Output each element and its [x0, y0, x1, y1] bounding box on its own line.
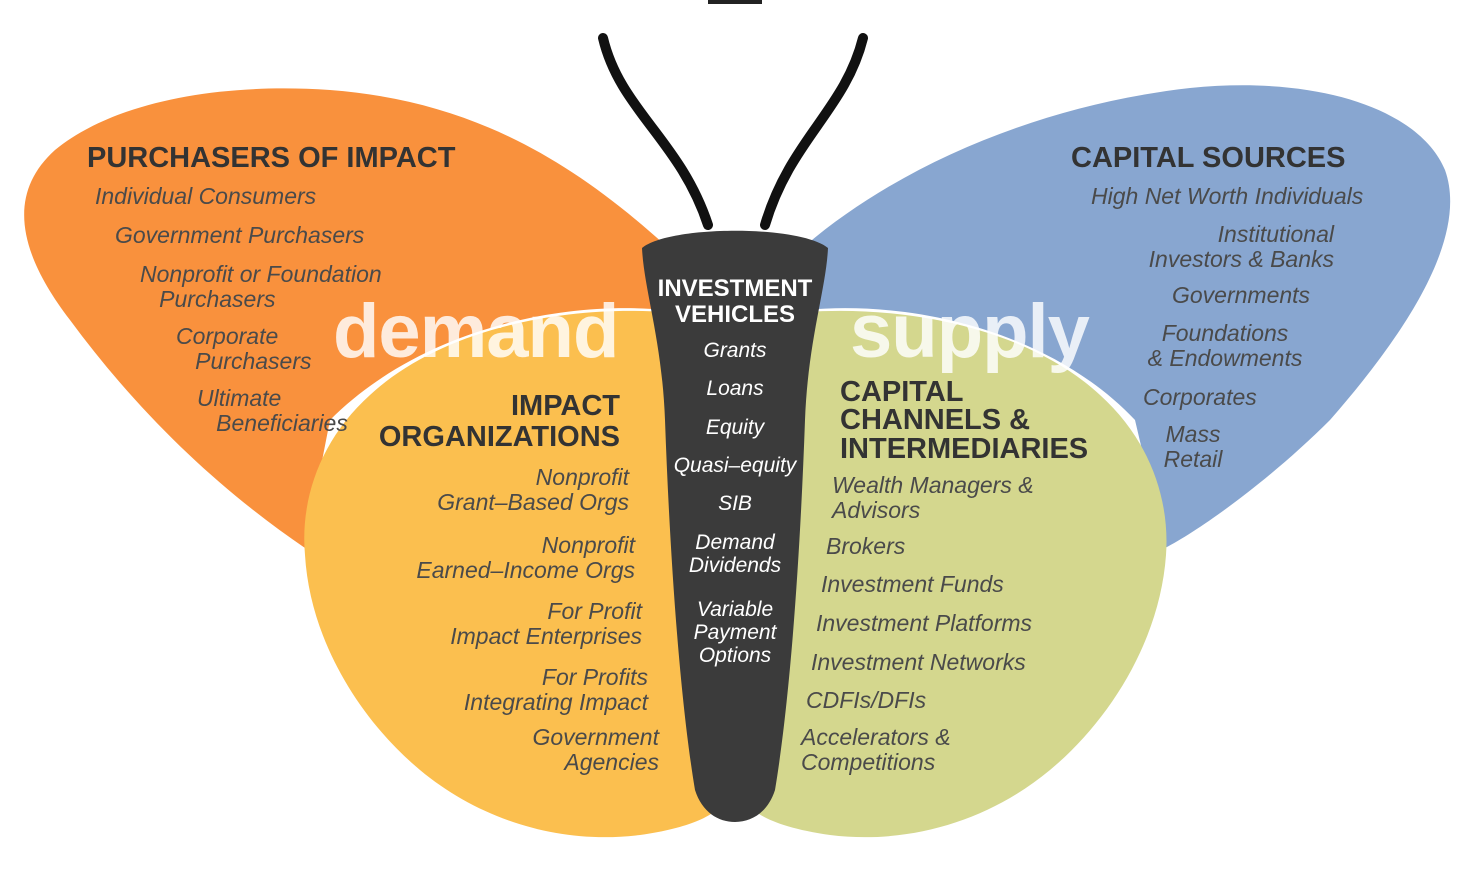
vehicle-demand-dividends: Demand Dividends: [688, 531, 782, 578]
purchasers-item-ultimate-beneficiaries: Ultimate Beneficiaries: [197, 385, 348, 436]
purchasers-item-corporate: Corporate Purchasers: [176, 323, 312, 374]
left-antenna: [598, 33, 713, 230]
vehicle-sib: SIB: [718, 492, 752, 515]
butterfly-body: [642, 230, 828, 822]
channels-wing: [750, 310, 1167, 838]
sources-item-mass-retail: Mass Retail: [1163, 421, 1223, 472]
vehicles-heading: INVESTMENT VEHICLES: [657, 275, 813, 328]
vehicle-equity: Equity: [705, 416, 765, 439]
impact-orgs-heading: IMPACT ORGANIZATIONS: [378, 390, 620, 453]
channels-item-cdfis-dfis: CDFIs/DFIs: [806, 687, 927, 713]
impact-orgs-wing: [304, 310, 720, 838]
demand-label: demand: [333, 289, 619, 374]
impact-orgs-item-earned-income: Nonprofit Earned–Income Orgs: [416, 532, 635, 584]
purchasers-wing: [24, 88, 665, 549]
impact-orgs-item-for-profit-impact: For Profit Impact Enterprises: [450, 598, 642, 650]
channels-item-investment-networks: Investment Networks: [811, 649, 1026, 675]
sources-item-institutional: Institutional Investors & Banks: [1148, 221, 1334, 272]
impact-orgs-item-government-agencies: Government Agencies: [532, 724, 659, 776]
sources-heading: CAPITAL SOURCES: [1071, 142, 1346, 174]
vehicle-loans: Loans: [706, 377, 764, 400]
channels-item-accelerators-competitions: Accelerators & Competitions: [801, 724, 951, 775]
purchasers-heading: PURCHASERS OF IMPACT: [87, 142, 456, 174]
channels-item-wealth-managers: Wealth Managers & Advisors: [832, 472, 1034, 523]
sources-item-governments: Governments: [1172, 282, 1311, 308]
impact-orgs-item-grant-based: Nonprofit Grant–Based Orgs: [437, 464, 629, 516]
channels-item-investment-funds: Investment Funds: [821, 571, 1004, 597]
channels-item-investment-platforms: Investment Platforms: [816, 610, 1033, 636]
top-edge-bar: [708, 0, 762, 4]
purchasers-item-individual-consumers: Individual Consumers: [95, 183, 317, 209]
purchasers-item-government: Government Purchasers: [115, 222, 365, 248]
vehicle-grants: Grants: [703, 339, 767, 362]
sources-item-hnwi: High Net Worth Individuals: [1091, 183, 1364, 209]
sources-wing: [806, 85, 1451, 548]
impact-orgs-item-integrating-impact: For Profits Integrating Impact: [463, 664, 648, 716]
vehicle-variable-payment-options: Variable Payment Options: [693, 598, 777, 668]
sources-item-corporates: Corporates: [1143, 384, 1257, 410]
sources-item-foundations: Foundations & Endowments: [1147, 320, 1303, 371]
purchasers-item-nonprofit-foundation: Nonprofit or Foundation Purchasers: [140, 261, 382, 312]
supply-label: supply: [850, 289, 1090, 374]
right-antenna: [760, 33, 868, 230]
channels-item-brokers: Brokers: [826, 533, 906, 559]
vehicle-quasi-equity: Quasi–equity: [673, 454, 797, 477]
channels-heading: CAPITAL CHANNELS & INTERMEDIARIES: [840, 376, 1089, 465]
